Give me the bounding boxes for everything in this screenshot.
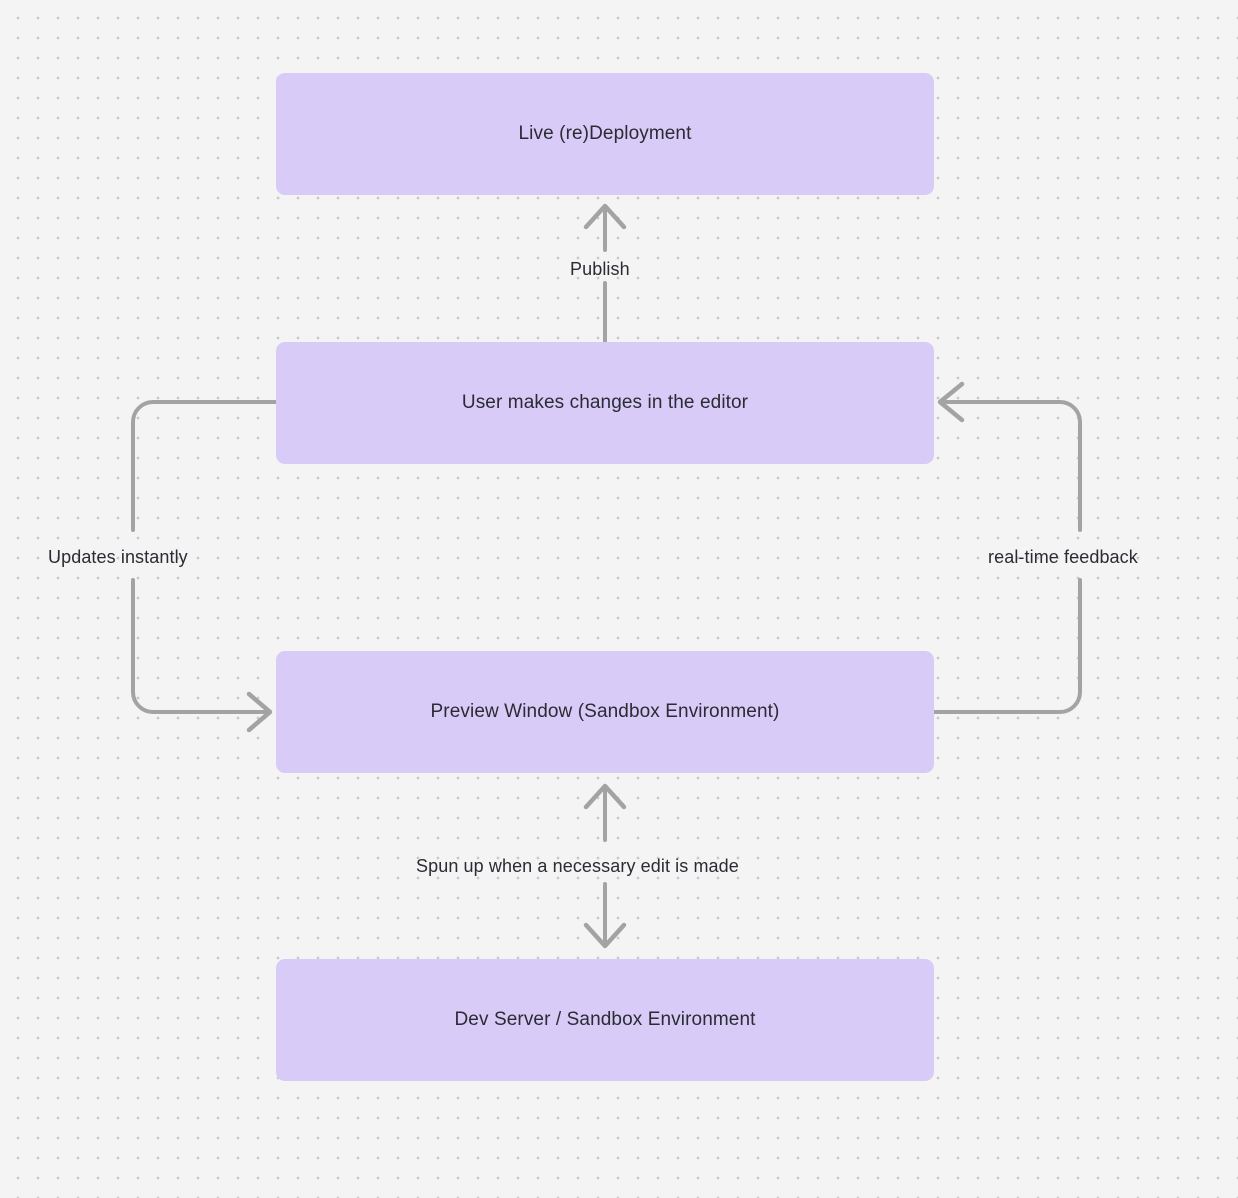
edge-label-spun-up: Spun up when a necessary edit is made (416, 856, 739, 876)
edge-label-real-time-feedback: real-time feedback (988, 547, 1138, 567)
node-dev-server[interactable]: Dev Server / Sandbox Environment (276, 959, 934, 1081)
node-live-redeployment-label: Live (re)Deployment (518, 123, 692, 145)
node-preview-window-label: Preview Window (Sandbox Environment) (430, 701, 780, 723)
node-dev-server-label: Dev Server / Sandbox Environment (454, 1009, 756, 1031)
node-preview-window[interactable]: Preview Window (Sandbox Environment) (276, 651, 934, 773)
node-user-makes-changes-label: User makes changes in the editor (461, 392, 749, 414)
node-live-redeployment[interactable]: Live (re)Deployment (276, 73, 934, 195)
node-user-makes-changes[interactable]: User makes changes in the editor (276, 342, 934, 464)
edge-label-publish: Publish (570, 259, 630, 279)
edge-label-updates-instantly: Updates instantly (48, 547, 188, 567)
